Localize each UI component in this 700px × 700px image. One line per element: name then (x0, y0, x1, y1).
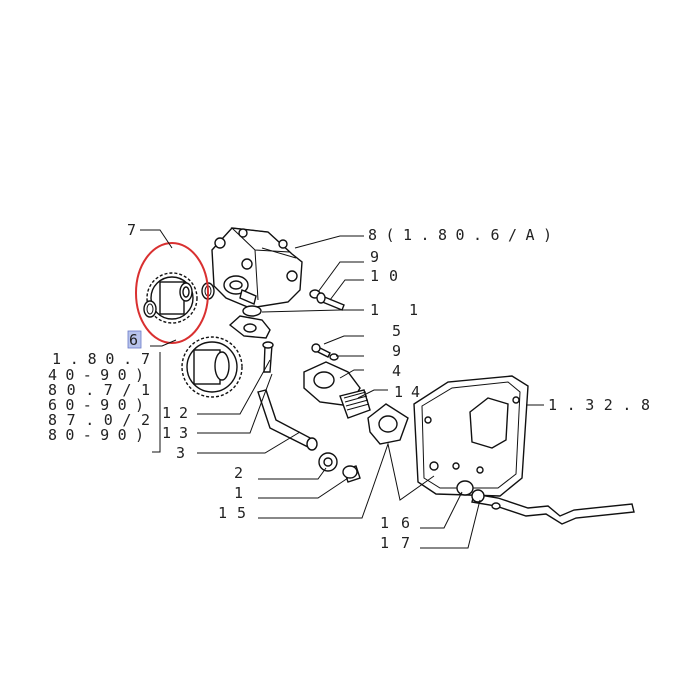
callout-7[interactable]: 7 (127, 221, 136, 239)
callout-10[interactable]: 10 (370, 267, 398, 285)
callout-1[interactable]: 1 (234, 484, 243, 502)
callout-3[interactable]: 3 (176, 444, 185, 462)
callout-2[interactable]: 2 (234, 464, 243, 482)
drive-gear-part[interactable] (146, 272, 198, 324)
callout-5[interactable]: 5 (392, 322, 401, 340)
screw-12-part[interactable] (262, 341, 274, 373)
selection-highlight-circle (135, 242, 209, 344)
callout-15[interactable]: 15 (218, 504, 246, 522)
washer-2-part[interactable] (318, 452, 338, 472)
cover-gasket-part[interactable] (367, 403, 409, 445)
callout-6[interactable]: 6 (129, 331, 138, 349)
transmission-housing-part[interactable] (413, 375, 529, 497)
dipstick-tube-part[interactable] (471, 489, 635, 525)
callout-9a[interactable]: 9 (370, 248, 379, 266)
washer-9b-part[interactable] (329, 353, 339, 361)
reference-list: 1.80.7 40-90) 80.7/1 60-90) 87.0/2 80-90… (48, 350, 150, 444)
strainer-part[interactable] (339, 389, 371, 419)
leader-lines (140, 229, 544, 549)
flange-plate-part[interactable] (228, 315, 271, 339)
idler-gear-part[interactable] (181, 336, 243, 398)
callout-16[interactable]: 16 (380, 514, 410, 532)
o-ring-part[interactable] (242, 305, 262, 317)
snap-ring-left-part[interactable] (143, 300, 157, 318)
callout-9b[interactable]: 9 (392, 342, 401, 360)
bolt-5-part[interactable] (311, 343, 331, 358)
callout-13[interactable]: 13 (162, 424, 188, 442)
callout-11[interactable]: 11 (370, 301, 418, 319)
callout-14[interactable]: 14 (394, 383, 420, 401)
callout-12[interactable]: 12 (162, 404, 188, 422)
pump-body-part[interactable] (211, 227, 303, 309)
callout-4[interactable]: 4 (392, 362, 401, 380)
o-ring-16-part[interactable] (456, 480, 474, 496)
suction-pipe-part[interactable] (257, 389, 318, 451)
callout-8[interactable]: 8(1.80.6/A) (368, 226, 552, 244)
selected-tag-6[interactable] (127, 330, 142, 349)
callout-17[interactable]: 17 (380, 534, 410, 552)
callout-1-32-8[interactable]: 1.32.8 (548, 396, 650, 414)
bolt-10-part[interactable] (316, 292, 345, 311)
